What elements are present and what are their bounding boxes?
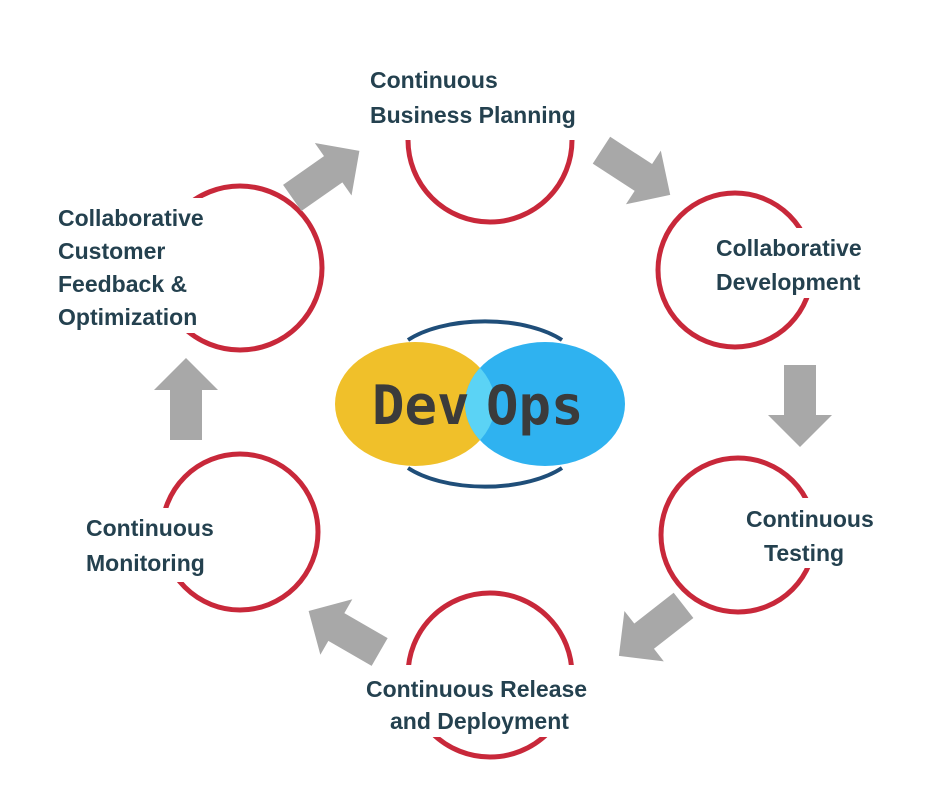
arrow-release-to-monitoring bbox=[308, 599, 388, 666]
logo-text-ops: Ops bbox=[486, 374, 584, 437]
arrow-monitoring-to-feedback bbox=[154, 358, 218, 440]
label-monitoring: Continuous Monitoring bbox=[86, 515, 220, 576]
arrow-development-to-testing bbox=[768, 365, 832, 447]
devops-logo: Dev Ops bbox=[335, 319, 625, 489]
label-testing: Continuous Testing bbox=[746, 506, 880, 566]
label-development: Collaborative Development bbox=[716, 235, 868, 295]
label-backgrounds bbox=[50, 50, 900, 737]
logo-top-arc bbox=[406, 319, 564, 342]
logo-bottom-arc bbox=[406, 466, 564, 489]
logo-text-dev: Dev bbox=[372, 374, 470, 437]
arrow-planning-to-development bbox=[592, 136, 671, 205]
label-release: Continuous Release and Deployment bbox=[366, 676, 594, 734]
logo-left-oval bbox=[335, 342, 495, 466]
stage-labels: Continuous Business Planning Collaborati… bbox=[58, 67, 880, 734]
arrow-feedback-to-planning bbox=[283, 143, 360, 212]
label-feedback: Collaborative Customer Feedback & Optimi… bbox=[58, 205, 210, 330]
arrow-testing-to-release bbox=[618, 592, 694, 662]
flow-arrows bbox=[154, 136, 832, 666]
label-planning: Continuous Business Planning bbox=[370, 67, 576, 128]
logo-right-oval bbox=[465, 342, 625, 466]
